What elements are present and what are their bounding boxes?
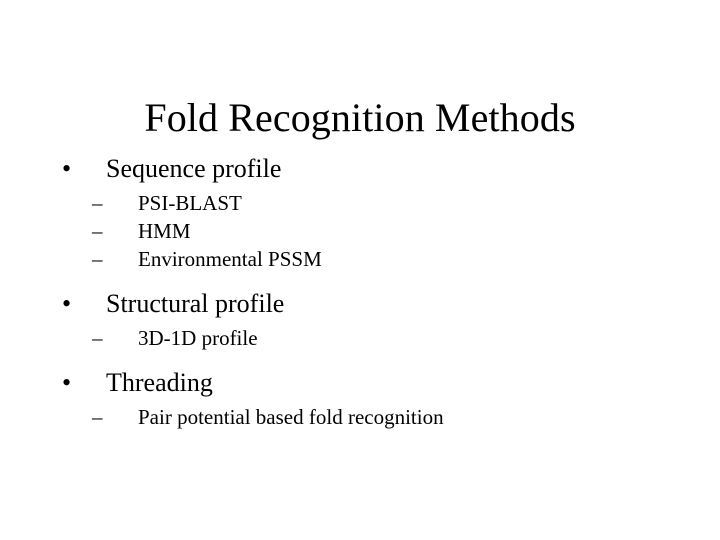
bullet-level2-label: HMM <box>138 219 191 243</box>
bullet-level2-pair-potential: – Pair potential based fold recognition <box>56 403 676 431</box>
slide-title: Fold Recognition Methods <box>144 94 576 140</box>
bullet-dot-icon: • <box>62 154 72 183</box>
bullet-level1-label: Structural profile <box>106 289 285 318</box>
bullet-dash-icon: – <box>92 191 103 215</box>
bullet-dash-icon: – <box>92 247 103 271</box>
bullet-level1-sequence-profile: • Sequence profile <box>56 152 676 186</box>
slide-content-body: • Sequence profile – PSI-BLAST – HMM – E… <box>56 152 676 431</box>
bullet-level2-label: 3D-1D profile <box>138 326 258 350</box>
bullet-level1-structural-profile: • Structural profile <box>56 287 676 321</box>
bullet-level2-label: PSI-BLAST <box>138 191 242 215</box>
bullet-dash-icon: – <box>92 219 103 243</box>
bullet-level2-psi-blast: – PSI-BLAST <box>56 189 676 217</box>
bullet-level2-3d-1d-profile: – 3D-1D profile <box>56 324 676 352</box>
sublist-threading: – Pair potential based fold recognition <box>56 403 676 431</box>
bullet-group-structural-profile: • Structural profile – 3D-1D profile <box>56 287 676 352</box>
bullet-dot-icon: • <box>62 368 72 397</box>
bullet-level2-hmm: – HMM <box>56 217 676 245</box>
sublist-structural-profile: – 3D-1D profile <box>56 324 676 352</box>
bullet-level1-threading: • Threading <box>56 366 676 400</box>
sublist-sequence-profile: – PSI-BLAST – HMM – Environmental PSSM <box>56 189 676 273</box>
bullet-dot-icon: • <box>62 289 72 318</box>
bullet-level2-label: Pair potential based fold recognition <box>138 405 444 429</box>
bullet-level2-environmental-pssm: – Environmental PSSM <box>56 245 676 273</box>
bullet-dash-icon: – <box>92 405 103 429</box>
bullet-group-sequence-profile: • Sequence profile – PSI-BLAST – HMM – E… <box>56 152 676 273</box>
bullet-dash-icon: – <box>92 326 103 350</box>
bullet-group-threading: • Threading – Pair potential based fold … <box>56 366 676 431</box>
bullet-level1-label: Sequence profile <box>106 154 282 183</box>
bullet-level2-label: Environmental PSSM <box>138 247 322 271</box>
bullet-level1-label: Threading <box>106 368 213 397</box>
